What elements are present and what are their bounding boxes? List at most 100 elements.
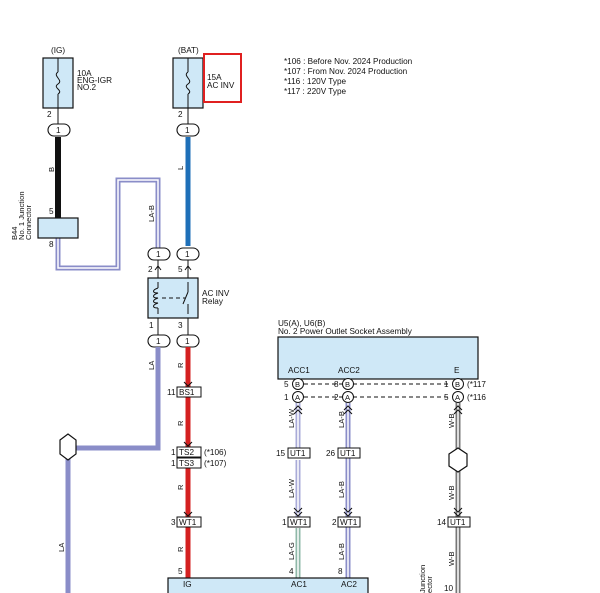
inline-bs1: BS1 11 <box>167 386 202 398</box>
splice-bat <box>176 123 200 137</box>
bottom-pin-ac1: 4 <box>289 567 294 576</box>
socket-note-117: (*117 <box>467 380 486 389</box>
junction-label-2: ector <box>425 576 434 593</box>
relay-pin-tr: 5 <box>178 265 183 274</box>
inline-wt1-a-pin: 1 <box>282 518 287 527</box>
wire-label-w-b-3: W-B <box>447 551 456 566</box>
inline-wt1-r-id: WT1 <box>179 518 197 527</box>
inline-ut1-b: UT1 26 <box>326 447 361 459</box>
inline-ts3-pin: 1 <box>171 459 176 468</box>
inline-ut1-c-id: UT1 <box>450 518 466 527</box>
socket-pin-acc2-a: 2 <box>334 393 339 402</box>
note-107: *107 : From Nov. 2024 Production <box>284 67 408 76</box>
connector-b44: 5 8 B44 No. 1 Junction Connector <box>10 191 79 249</box>
fuse-bat-name: AC INV <box>207 81 235 90</box>
note-106: *106 : Before Nov. 2024 Production <box>284 57 413 66</box>
fuse-ig-pin: 2 <box>47 110 52 119</box>
wire-la-b-core <box>57 179 159 269</box>
inline-ut1-a-id: UT1 <box>290 449 306 458</box>
power-outlet-socket-assembly: U5(A), U6(B) No. 2 Power Outlet Socket A… <box>277 319 486 403</box>
socket-acc2: ACC2 <box>338 366 360 375</box>
arrow-wt1-a-icon <box>293 507 303 517</box>
note-117: *117 : 220V Type <box>284 87 347 96</box>
inline-ts2-pin: 1 <box>171 448 176 457</box>
inline-wt1-a-box <box>287 516 311 528</box>
wire-label-r-4: R <box>176 546 185 552</box>
inline-bs1-id: BS1 <box>179 388 195 397</box>
inline-ts2-box <box>176 446 202 458</box>
fuse-ig-element-icon <box>55 71 61 95</box>
wire-label-la-b-acc2-1: LA-B <box>337 411 346 428</box>
socket-ids: U5(A), U6(B) <box>278 319 326 328</box>
inline-ts3-box <box>176 457 202 469</box>
inline-wt1-r-box <box>176 516 202 528</box>
socket-circle-acc2-a-label: A <box>345 393 351 402</box>
inline-ts2-note: (*106) <box>204 448 227 457</box>
relay-arrow-icon <box>154 265 192 271</box>
inline-wt1-r-pin: 3 <box>171 518 176 527</box>
bottom-pin-ig: 5 <box>178 567 183 576</box>
wire-label-la-upper: LA <box>147 360 156 370</box>
socket-pin-e-b: 1 <box>444 380 449 389</box>
inline-ts2: TS2 1 (*106) <box>171 446 227 458</box>
socket-circle-e-b-label: B <box>455 380 460 389</box>
arrow-wt1-r-icon <box>183 511 193 517</box>
connector-b44-box <box>37 217 79 239</box>
splice-bat-label: 1 <box>185 126 190 135</box>
connector-b44-line2: Connector <box>24 204 33 240</box>
production-notes: *106 : Before Nov. 2024 Production *107 … <box>284 57 413 96</box>
inline-ut1-a-pin: 15 <box>276 449 286 458</box>
socket-circle-acc1-b <box>292 378 304 390</box>
relay-ac-inv: 1 1 2 5 AC INV Relay 1 3 1 1 <box>147 247 230 348</box>
connector-b44-id: B44 <box>10 226 19 240</box>
relay-pin-bl: 1 <box>149 321 154 330</box>
relay-pin-tl: 2 <box>148 265 153 274</box>
inline-wt1-b: WT1 2 <box>332 516 361 528</box>
splice-ig <box>47 123 71 137</box>
inline-ut1-c-box <box>447 516 471 528</box>
inline-wt1-a-id: WT1 <box>290 518 308 527</box>
arrow-acc2-icon <box>343 405 353 415</box>
splice-relay-bl-label: 1 <box>156 337 161 346</box>
relay-pin-br: 3 <box>178 321 183 330</box>
relay-coil-icon <box>153 287 159 309</box>
socket-circle-acc1-a-label: A <box>295 393 301 402</box>
socket-pin-acc1-a: 1 <box>284 393 289 402</box>
arrow-ts2-icon <box>183 441 193 447</box>
fuse-bat-source: (BAT) <box>178 46 199 55</box>
wire-label-w-b-1: W-B <box>447 413 456 428</box>
wire-label-la-g: LA-G <box>287 542 296 560</box>
wire-label-la-w-1: LA-W <box>287 408 296 428</box>
socket-name: No. 2 Power Outlet Socket Assembly <box>278 327 413 336</box>
inline-ut1-b-box <box>337 447 361 459</box>
bottom-pin-ac2: 8 <box>338 567 343 576</box>
fuse-bat-highlight <box>203 53 242 103</box>
bottom-ig: IG <box>183 580 192 589</box>
splice-relay-tl <box>147 247 171 261</box>
relay-switch-icon <box>182 282 189 314</box>
socket-pin-acc2-b: 8 <box>334 380 339 389</box>
inline-ut1-a: UT1 15 <box>276 447 311 459</box>
wire-label-b: B <box>47 167 56 172</box>
socket-circle-acc2-a <box>342 391 354 403</box>
connector-b44-pin-in: 5 <box>49 207 54 216</box>
relay-name2: Relay <box>202 297 224 306</box>
wire-label-la-w-2: LA-W <box>287 478 296 498</box>
inline-ut1-c-pin: 14 <box>437 518 447 527</box>
inline-ut1-b-pin: 26 <box>326 449 336 458</box>
note-116: *116 : 120V Type <box>284 77 347 86</box>
fuse-bat-element-icon <box>185 71 191 95</box>
socket-circle-acc1-a <box>292 391 304 403</box>
wire-label-r-3: R <box>176 484 185 490</box>
socket-note-116: (*116 <box>467 393 486 402</box>
connector-b44-pin-out: 8 <box>49 240 54 249</box>
splice-relay-br-label: 1 <box>185 337 190 346</box>
fuse-ig-name1: ENG-IGR <box>77 76 112 85</box>
socket-e: E <box>454 366 460 375</box>
fuse-ig-source: (IG) <box>51 46 65 55</box>
inline-bs1-pin: 11 <box>167 388 176 397</box>
socket-pin-acc1-b: 5 <box>284 380 289 389</box>
splice-point-la <box>59 433 77 461</box>
relay-name1: AC INV <box>202 289 230 298</box>
